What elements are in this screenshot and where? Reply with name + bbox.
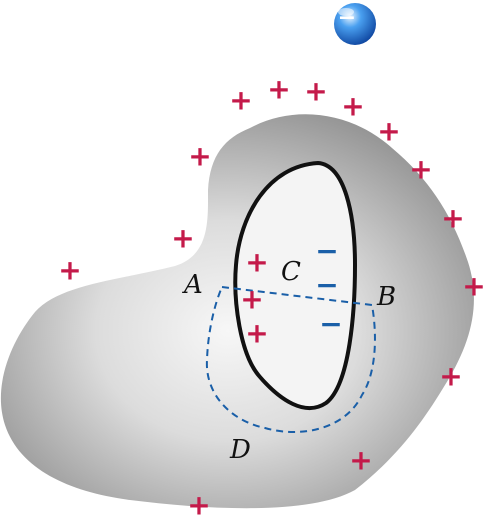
plus-charge-outer-5: + [377,115,400,148]
plus-charge-outer-9: + [439,360,462,393]
minus-charge-cavity-3: − [319,308,342,341]
closed-path-abd [205,285,376,433]
external-negative-charge: − [334,3,376,45]
plus-charge-cavity-2: + [240,283,263,316]
label-a: A [182,270,203,300]
plus-charge-outer-11: + [187,489,210,515]
plus-charge-outer-2: + [267,73,290,106]
cavity [233,160,358,410]
minus-charge-cavity-1: − [315,235,338,268]
external-charge-sign: − [338,6,356,31]
plus-charge-outer-1: + [229,84,252,117]
plus-charge-cavity-3: + [245,317,268,350]
plus-charge-outer-6: + [409,153,432,186]
plus-charge-outer-3: + [304,75,327,108]
plus-charge-outer-14: + [188,140,211,173]
plus-charge-outer-7: + [441,202,464,235]
plus-charge-outer-4: + [341,90,364,123]
plus-charge-outer-10: + [349,444,372,477]
label-d: D [229,435,251,465]
plus-charge-outer-13: + [171,222,194,255]
label-c: C [281,257,301,287]
plus-charge-outer-12: + [58,254,81,287]
label-b: B [376,282,396,312]
plus-charge-cavity-1: + [245,246,268,279]
minus-charge-cavity-2: − [315,269,338,302]
plus-charge-outer-8: + [462,270,485,303]
